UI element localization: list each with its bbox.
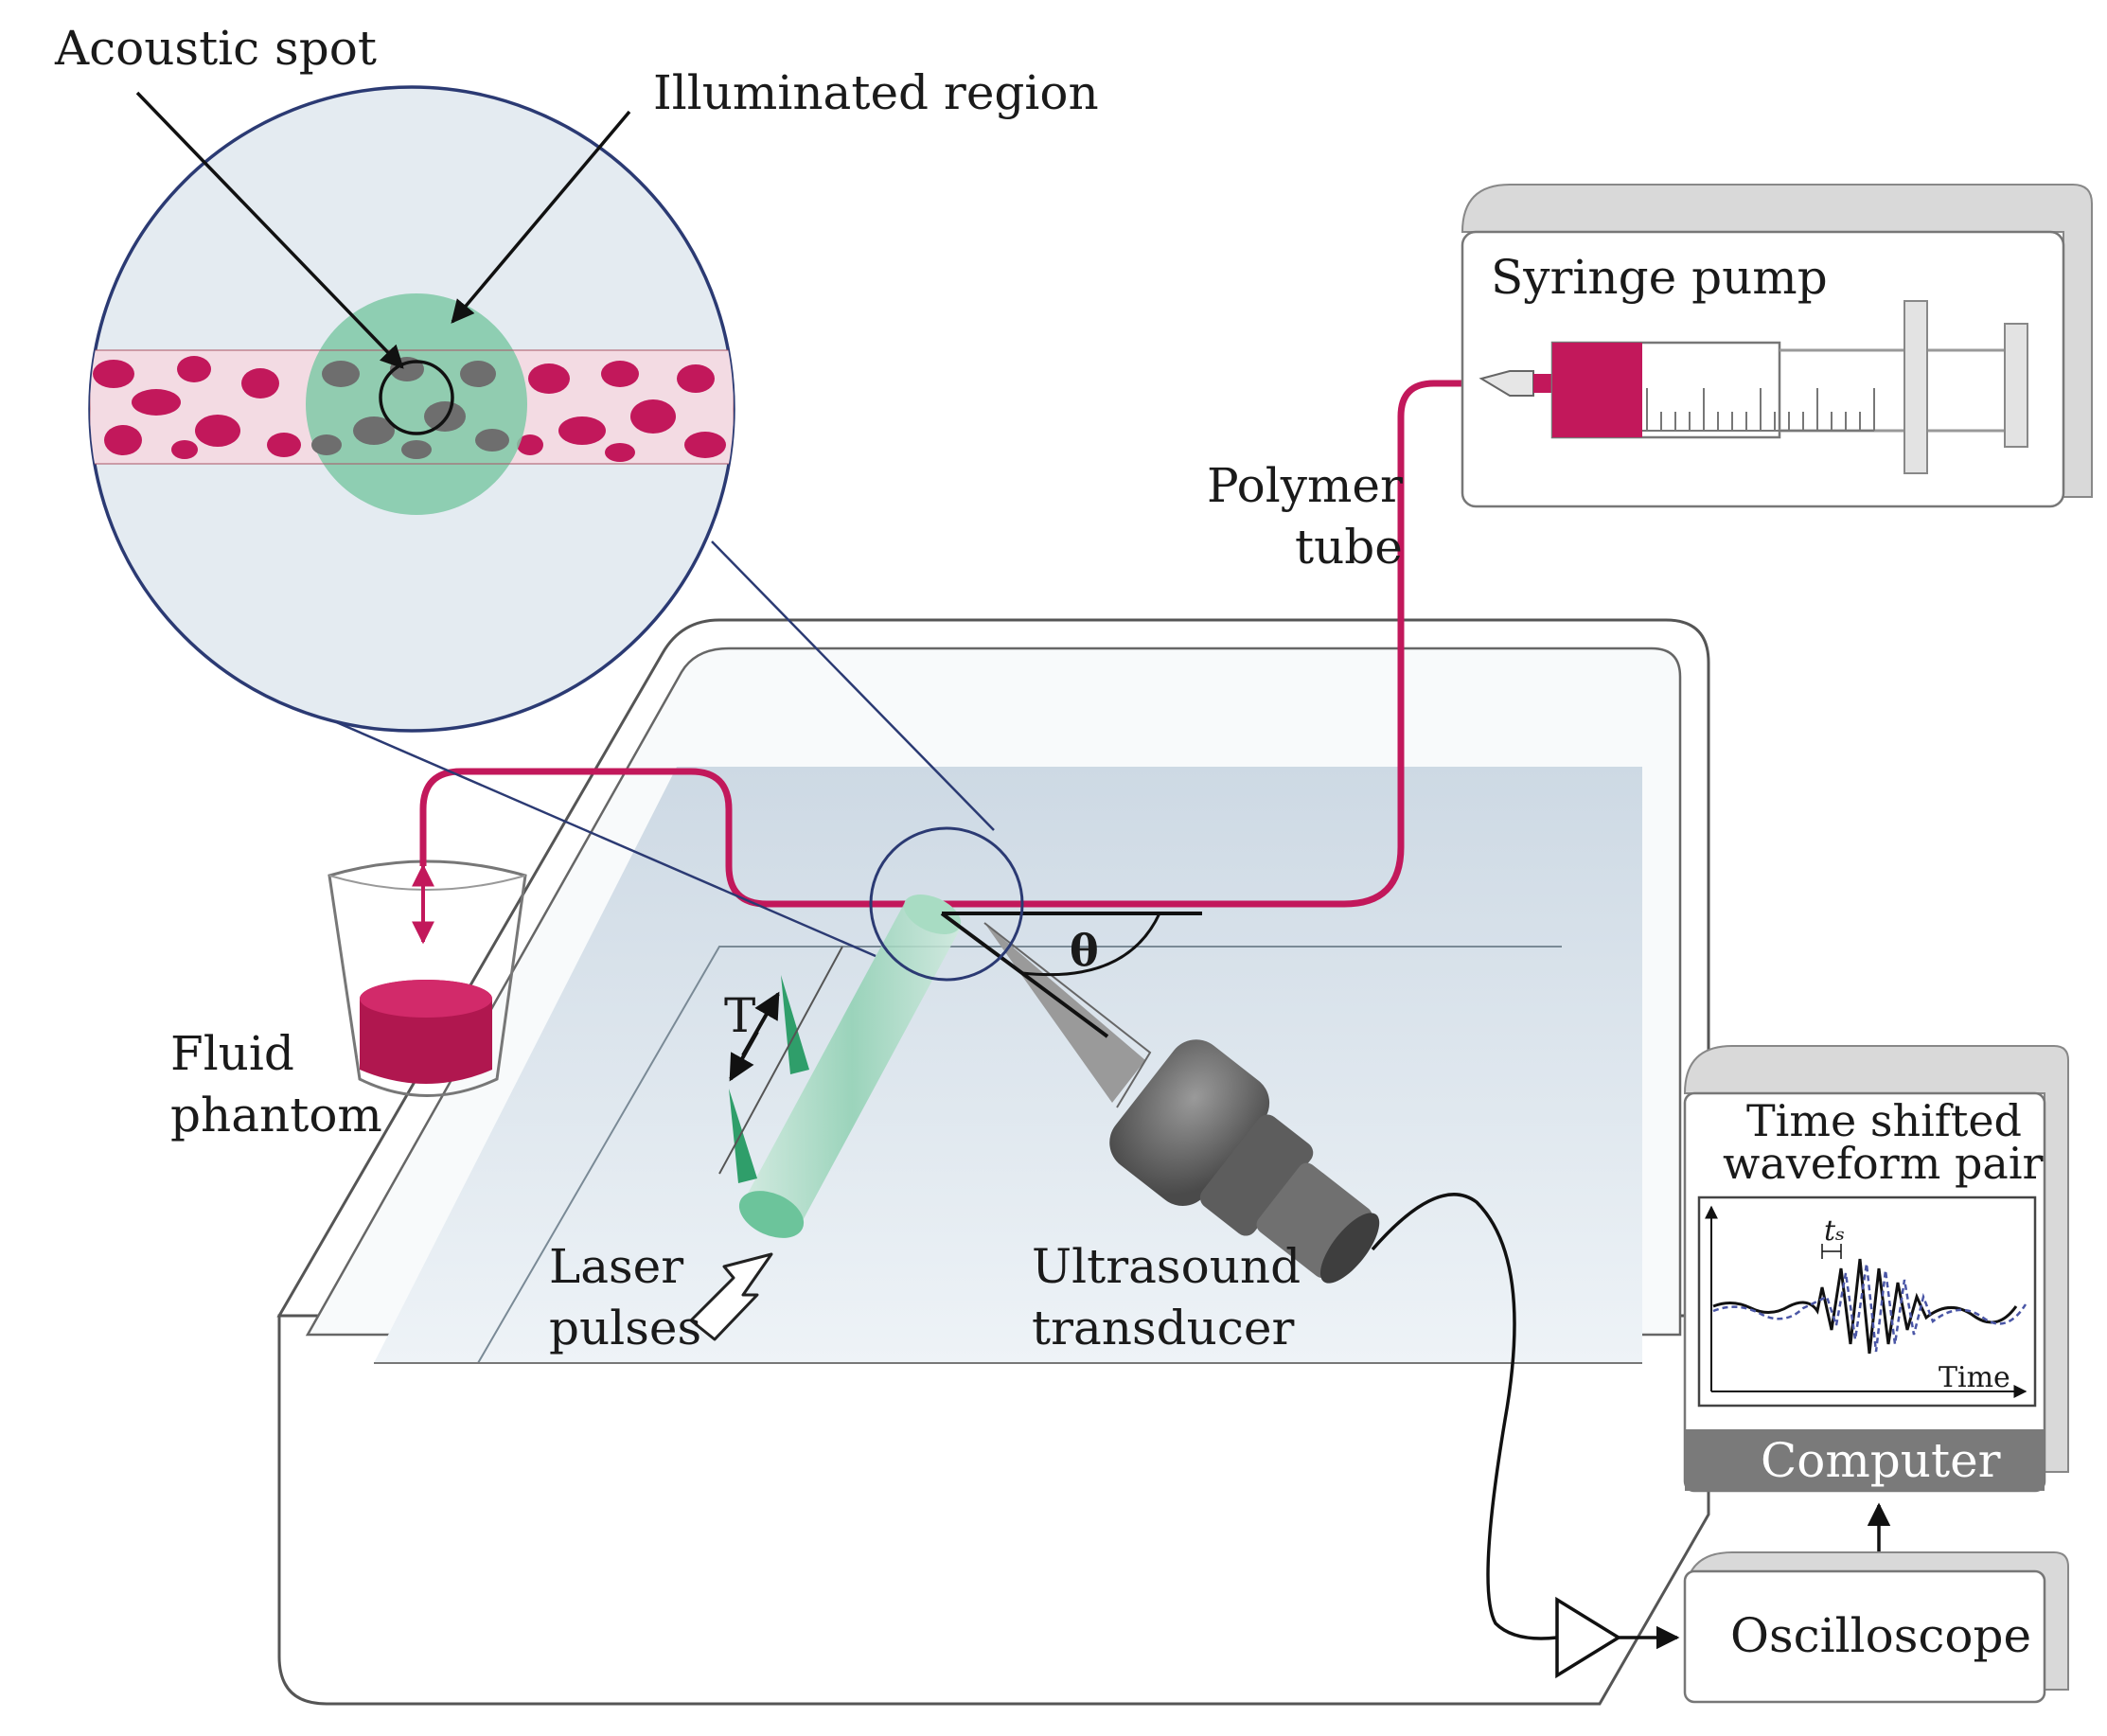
computer-label-bar (1685, 1429, 2045, 1491)
angle-theta (942, 912, 1202, 977)
polymer-tube-label-1: Polymer (1207, 458, 1403, 513)
time-shift-label: tₛ (1824, 1214, 1845, 1248)
theta-label: θ (1070, 925, 1099, 976)
fluid-phantom-label-1: Fluid (170, 1026, 294, 1081)
laser-fiber (689, 895, 962, 1341)
waveform-title-1: Time shifted (1746, 1095, 2022, 1146)
period-label: T (724, 988, 755, 1043)
waveform-solid (1712, 1258, 2018, 1355)
waveform-dashed (1712, 1263, 2027, 1353)
acoustic-spot (379, 360, 454, 435)
syringe-pump (1461, 184, 2093, 508)
syringe-pump-label: Syringe pump (1491, 250, 1828, 305)
syringe-scale (1642, 388, 1875, 432)
polymer-tube-label-2: tube (1295, 520, 1403, 575)
acoustic-spot-label: Acoustic spot (54, 21, 377, 76)
computer (1683, 1045, 2069, 1562)
transducer-cable (1371, 1193, 1558, 1640)
waveform-title-2: waveform pair (1723, 1138, 2044, 1189)
ultrasound-transducer (940, 912, 1380, 1284)
ultrasound-transducer-label-2: transducer (1032, 1301, 1294, 1355)
time-axis-label: Time (1939, 1361, 2010, 1394)
zoom-circle (869, 826, 1024, 982)
amplifier-icon (1555, 1596, 1680, 1679)
fluid-phantom-label-2: phantom (170, 1088, 382, 1143)
computer-label: Computer (1761, 1433, 2001, 1488)
ultrasound-transducer-label-1: Ultrasound (1032, 1239, 1301, 1294)
oscilloscope (1683, 1551, 2069, 1704)
laser-pulses-label-1: Laser (549, 1239, 683, 1294)
water-tank (276, 618, 1710, 1706)
oscilloscope-label: Oscilloscope (1730, 1608, 2031, 1663)
magnified-inset (88, 85, 735, 733)
illuminated-region-label: Illuminated region (653, 65, 1099, 120)
laser-pulses-label-2: pulses (549, 1301, 701, 1355)
fluid-phantom-beaker (328, 859, 527, 1097)
